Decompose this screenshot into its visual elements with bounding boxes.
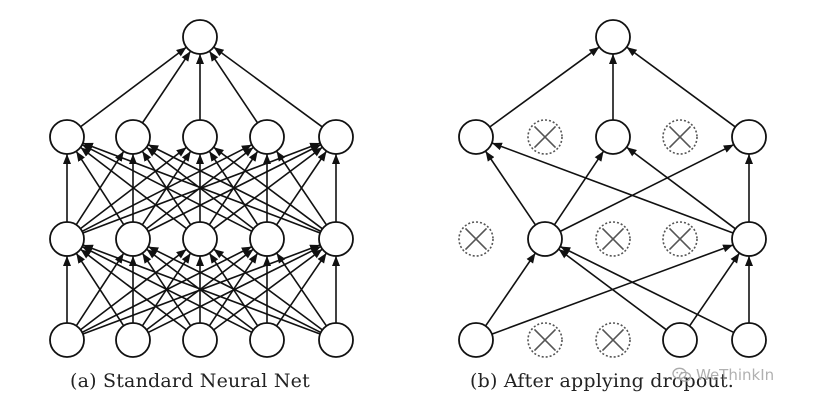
neuron-node [182,119,218,155]
connection-arrow [484,252,536,327]
neuron-node [182,221,218,257]
connection-arrow [559,144,734,233]
connection-arrow [82,144,253,232]
caption-dropout: (b) After applying dropout. [470,370,735,392]
connection-arrow [75,151,125,226]
connection-arrow [82,246,253,334]
dropped-neuron-node [662,119,698,155]
connection-arrow [626,46,736,128]
dropout-net-panel [458,19,767,358]
neuron-node [458,322,494,358]
connection-arrow [82,142,321,234]
dropped-neuron-node [458,221,494,257]
watermark: WeThinkIn [672,366,774,384]
neuron-node [249,119,285,155]
connection-arrow [560,246,735,334]
dropped-neuron-node [595,322,631,358]
connection-arrow [209,51,259,124]
neuron-node [731,221,767,257]
neuron-node [115,119,151,155]
neuron-node [318,322,354,358]
neuron-node [662,322,698,358]
watermark-text: WeThinkIn [696,366,775,384]
neuron-node [595,19,631,55]
connection-arrow [75,253,125,327]
dropped-neuron-node [595,221,631,257]
connection-arrow [213,146,323,230]
dropped-neuron-node [527,119,563,155]
neuron-node [318,221,354,257]
connection-arrow [82,244,321,335]
connection-arrow [80,248,187,331]
connection-arrow [553,151,604,226]
neuron-node [731,119,767,155]
standard-net-panel [49,19,354,358]
neuron-node [249,221,285,257]
caption-standard-net: (a) Standard Neural Net [70,370,310,392]
neuron-node [182,19,218,55]
neuron-node [115,322,151,358]
neuron-node [182,322,218,358]
connection-arrow [80,147,187,230]
connection-arrow [276,151,328,226]
neuron-node [49,119,85,155]
neuron-node [595,119,631,155]
dropped-neuron-node [662,221,698,257]
connection-arrow [626,146,736,230]
connection-arrow [141,51,191,124]
connections [63,46,340,335]
dropped-neuron-node [527,322,563,358]
connection-arrow [558,248,667,331]
connection-arrow [213,248,323,331]
neuron-node [318,119,354,155]
neuron-node [49,221,85,257]
connection-arrow [276,252,328,327]
connection-arrow [489,46,600,128]
neuron-node [458,119,494,155]
connection-arrow [213,46,323,128]
connections [484,46,753,335]
neuron-node [115,221,151,257]
connection-arrow [491,142,734,234]
connection-arrow [148,144,322,233]
connection-arrow [148,246,322,334]
neuron-node [731,322,767,358]
neuron-node [249,322,285,358]
neuron-node [527,221,563,257]
wechat-icon [672,367,692,382]
connection-arrow [80,46,187,128]
neuron-node [49,322,85,358]
connection-arrow [485,151,537,226]
